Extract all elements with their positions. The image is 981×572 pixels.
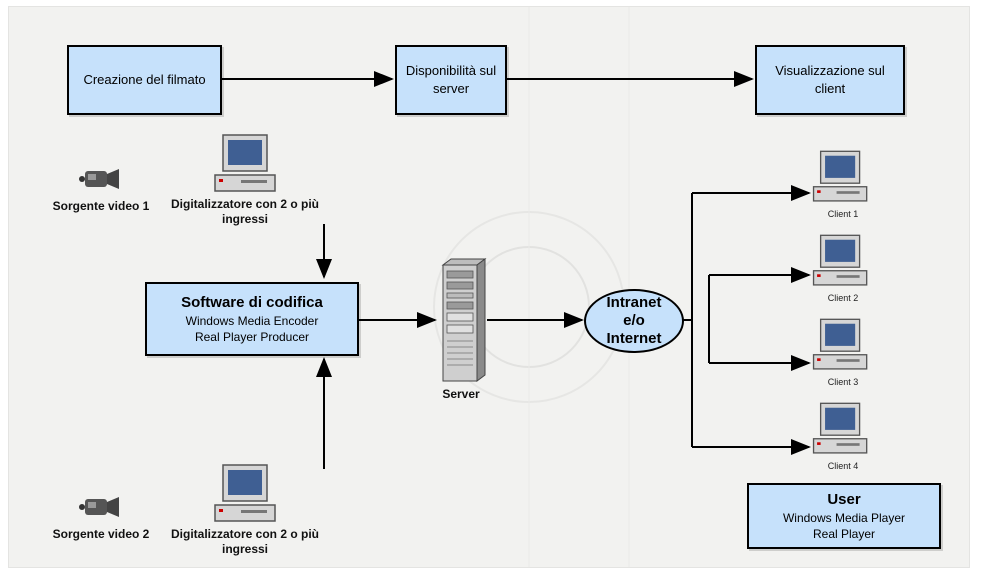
user-box: User Windows Media Player Real Player — [747, 483, 941, 549]
server-tower-icon — [441, 258, 487, 382]
client-2-label: Client 2 — [827, 293, 859, 303]
encoder-title: Software di codifica — [181, 294, 323, 311]
digitizer-1-label: Digitalizzatore con 2 o più ingressi — [170, 197, 319, 226]
encoder-box: Software di codifica Windows Media Encod… — [145, 282, 359, 356]
desktop-computer-icon — [812, 402, 868, 454]
desktop-computer-icon — [214, 134, 276, 192]
video-camera-icon — [79, 497, 119, 517]
flow-step-server-label: Disponibilità sul server — [405, 63, 497, 96]
server-label: Server — [442, 387, 480, 401]
source-video-1-label: Sorgente video 1 — [52, 199, 150, 213]
desktop-computer-icon — [812, 150, 868, 202]
desktop-computer-icon — [214, 464, 276, 522]
network-label: Intranet e/o Internet — [606, 294, 662, 347]
desktop-computer-icon — [812, 318, 868, 370]
client-3-label: Client 3 — [827, 377, 859, 387]
desktop-computer-icon — [812, 234, 868, 286]
user-line2: Real Player — [812, 527, 876, 541]
encoder-line1: Windows Media Encoder — [185, 314, 319, 328]
flow-step-client-label: Visualizzazione sul client — [775, 63, 885, 96]
digitizer-2-label: Digitalizzatore con 2 o più ingressi — [170, 527, 319, 556]
flow-step-creation: Creazione del filmato — [67, 45, 222, 115]
encoder-line2: Real Player Producer — [194, 330, 310, 344]
user-line1: Windows Media Player — [782, 511, 906, 525]
connectors — [222, 71, 811, 469]
user-title: User — [827, 491, 861, 508]
client-1-label: Client 1 — [827, 209, 859, 219]
diagram-canvas: Creazione del filmato Disponibilità sul … — [8, 6, 970, 568]
client-4-label: Client 4 — [827, 461, 859, 471]
flow-step-creation-label: Creazione del filmato — [83, 72, 206, 87]
video-camera-icon — [79, 169, 119, 189]
source-video-2-label: Sorgente video 2 — [52, 527, 150, 541]
flow-step-server: Disponibilità sul server — [395, 45, 507, 115]
network-ellipse: Intranet e/o Internet — [584, 289, 684, 353]
flow-step-client: Visualizzazione sul client — [755, 45, 905, 115]
